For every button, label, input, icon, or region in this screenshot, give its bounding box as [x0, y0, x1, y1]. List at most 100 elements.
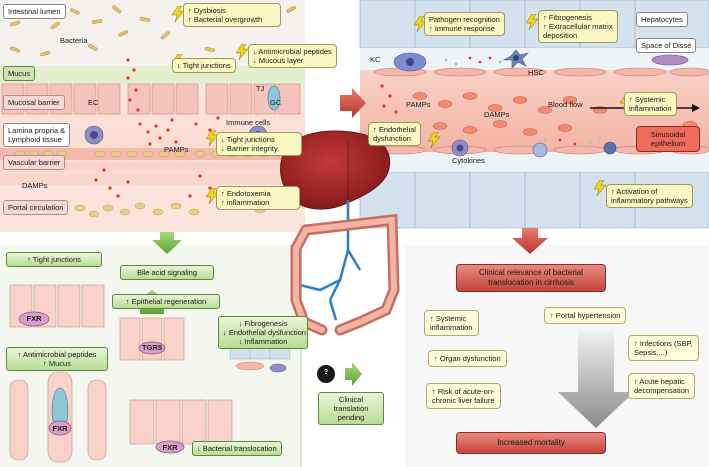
clinical-relevance-title: Clinical relevance of bacterial transloc… [456, 264, 606, 292]
endothelial-dysfunction-box: ↑ Endothelial dysfunction [368, 122, 421, 146]
lamina-propria-label: Lamina propria & Lymphoid tissue [3, 123, 71, 147]
lightning-bolt-icon [414, 16, 426, 32]
antimicrobial-up-line-1: ↑ Antimicrobial peptides [17, 350, 97, 359]
antimicrobial-up-box: ↑ Antimicrobial peptides ↑ Mucus [6, 347, 108, 371]
immune-cells-label: Immune cells [226, 118, 271, 127]
activation-line-1: ↑ Activation of [611, 187, 658, 196]
dysbiosis-line-2: ↑ Bacterial overgrowth [188, 15, 263, 24]
clinical-translation-line-1: Clinical [338, 395, 364, 404]
clinical-translation-line-3: pending [337, 413, 365, 422]
pathogen-recognition-line-1: Pathogen recognition [429, 15, 500, 24]
fxr-label: FXR [26, 314, 42, 323]
liver-pamps-label: PAMPs [406, 100, 431, 109]
clinical-translation-line-2: translation [333, 404, 369, 413]
clinical-title-line-1: Clinical relevance of bacterial [478, 268, 584, 277]
mortality-arrow [558, 330, 634, 428]
fibrogenesis-down-box: ↓ Fibrogenesis ↓ Endothelial dysfunction… [218, 316, 308, 349]
fibrogenesis-line-1: ↑ Fibrogenesis [543, 13, 592, 22]
fibrogenesis-box: ↑ Fibrogenesis ↑ Extracellular matrix de… [538, 10, 618, 43]
blood-flow-label: Blood flow [548, 100, 583, 109]
lightning-bolt-icon [206, 188, 218, 204]
infections-line-2: Sepsis,...) [634, 348, 668, 357]
fxr-label-3: FXR [162, 443, 178, 452]
dysbiosis-box: ↑ Dysbiosis ↑ Bacterial overgrowth [183, 3, 281, 27]
endotoxemia-line-2: ↑ inflammation [221, 198, 270, 207]
systemic-inflammation-line-2: inflammation [629, 104, 672, 113]
lamina-propria-line-1: Lamina propria & [8, 126, 66, 135]
pathogen-recognition-box: Pathogen recognition ↑ Immune response [424, 12, 505, 36]
barrier-integrity-box: ↓ Tight junctions ↓ Barrier integrity [216, 132, 302, 156]
kc-label: KC [370, 55, 381, 64]
organ-dysfunction-box: ↑ Organ dysfunction [428, 350, 507, 367]
tgr5-label: TGR5 [141, 343, 162, 352]
clinical-systemic-line-2: inflammation [430, 323, 473, 332]
bacteria-label: Bacteria [60, 36, 88, 45]
portal-circulation-label: Portal circulation [3, 200, 69, 215]
lightning-bolt-icon [594, 180, 606, 196]
intestinal-lumen-label: Intestinal lumen [3, 4, 66, 19]
fibrogenesis-down-line-3: ↓ Inflammation [238, 337, 288, 346]
endothelial-dysfunction-line-1: ↑ Endothelial [373, 125, 416, 134]
tight-junctions-down-box: ↓ Tight junctions [172, 58, 236, 73]
sinusoidal-epithelium-line-2: epithelium [650, 139, 686, 148]
tight-junctions-up-box: ↑ Tight junctions [6, 252, 102, 267]
systemic-inflammation-line-1: ↑ Systemic [629, 95, 666, 104]
fibrogenesis-down-line-1: ↓ Fibrogenesis [238, 319, 288, 328]
pathogen-recognition-line-2: ↑ Immune response [429, 24, 495, 33]
vascular-barrier-label: Vascular barrier [3, 155, 66, 170]
endotoxemia-line-1: ↑ Endotoxemia [221, 189, 271, 198]
antimicrobial-line-2: ↓ Mucous layer [253, 56, 304, 65]
increased-mortality-box: Increased mortality [456, 432, 606, 454]
portal-vessels [299, 200, 362, 321]
systemic-inflammation-box: ↑ Systemic inflammation [624, 92, 677, 116]
clinical-translation-box: Clinical translation pending [318, 392, 384, 425]
decompensation-line-1: ↑ Acute hepatic [634, 377, 685, 386]
activation-box: ↑ Activation of inflammatory pathways [606, 184, 693, 208]
damps-label: DAMPs [22, 181, 48, 190]
mucus-label: Mucus [3, 66, 36, 81]
lightning-bolt-icon [172, 6, 184, 22]
gut-to-liver-arrow [340, 88, 366, 118]
epithelial-regeneration-box: ↑ Epithelial regeneration [112, 294, 220, 309]
ec-label: EC [88, 98, 99, 107]
hepatocytes-label: Hepatocytes [636, 12, 688, 27]
aclf-line-2: chronic liver failure [432, 396, 495, 405]
activation-line-2: inflammatory pathways [611, 196, 688, 205]
clinical-title-line-2: translocation in cirrhosis [488, 278, 574, 287]
fibrogenesis-line-2: ↑ Extracellular matrix [543, 22, 613, 31]
mucosal-barrier-label: Mucosal barrier [3, 95, 65, 110]
infections-box: ↑ Infections (SBP, Sepsis,...) [628, 335, 699, 361]
antimicrobial-line-1: ↓ Antimicrobial peptides [253, 47, 332, 56]
gc-label: GC [270, 98, 282, 107]
decompensation-line-2: decompensation [634, 386, 690, 395]
fibrogenesis-line-3: deposition [543, 31, 578, 40]
lightning-bolt-icon [236, 44, 248, 60]
tj-label: TJ [256, 84, 265, 93]
dysbiosis-line-1: ↑ Dysbiosis [188, 6, 226, 15]
infections-line-1: ↑ Infections (SBP, [634, 339, 693, 348]
decompensation-box: ↑ Acute hepatic decompensation [628, 373, 696, 399]
bile-acid-signaling-box: Bile acid signaling [120, 265, 214, 280]
hsc-label: HSC [528, 68, 544, 77]
barrier-integrity-line-1: ↓ Tight junctions [221, 135, 275, 144]
lightning-bolt-icon [206, 130, 218, 146]
endotoxemia-box: ↑ Endotoxemia ↑ inflammation [216, 186, 300, 210]
lightning-bolt-icon [428, 132, 440, 148]
fibrogenesis-down-line-2: ↓ Endothelial dysfunction [223, 328, 306, 337]
cytokines-label: Cytokines [452, 156, 485, 165]
lightning-bolt-icon [526, 14, 538, 30]
pamps-label: PAMPs [164, 145, 189, 154]
fxr-label-2: FXR [52, 424, 68, 433]
space-of-disse-label: Space of Dissé [636, 38, 697, 53]
sinusoidal-epithelium-line-1: Sinusoidal [650, 130, 686, 139]
endothelial-dysfunction-line-2: dysfunction [373, 134, 411, 143]
bacterial-translocation-box: ↓ Bacterial translocation [192, 441, 282, 456]
clinical-systemic-line-1: ↑ Systemic [430, 314, 467, 323]
aclf-risk-box: ↑ Risk of acute-on- chronic liver failur… [426, 383, 501, 409]
systemic-inflammation-clinical-box: ↑ Systemic inflammation [424, 310, 479, 336]
antimicrobial-box: ↓ Antimicrobial peptides ↓ Mucous layer [248, 44, 337, 68]
antimicrobial-up-line-2: ↑ Mucus [43, 359, 71, 368]
portal-hypertension-box: ↑ Portal hypertension [544, 307, 627, 324]
question-mark-icon: ? [323, 369, 329, 376]
